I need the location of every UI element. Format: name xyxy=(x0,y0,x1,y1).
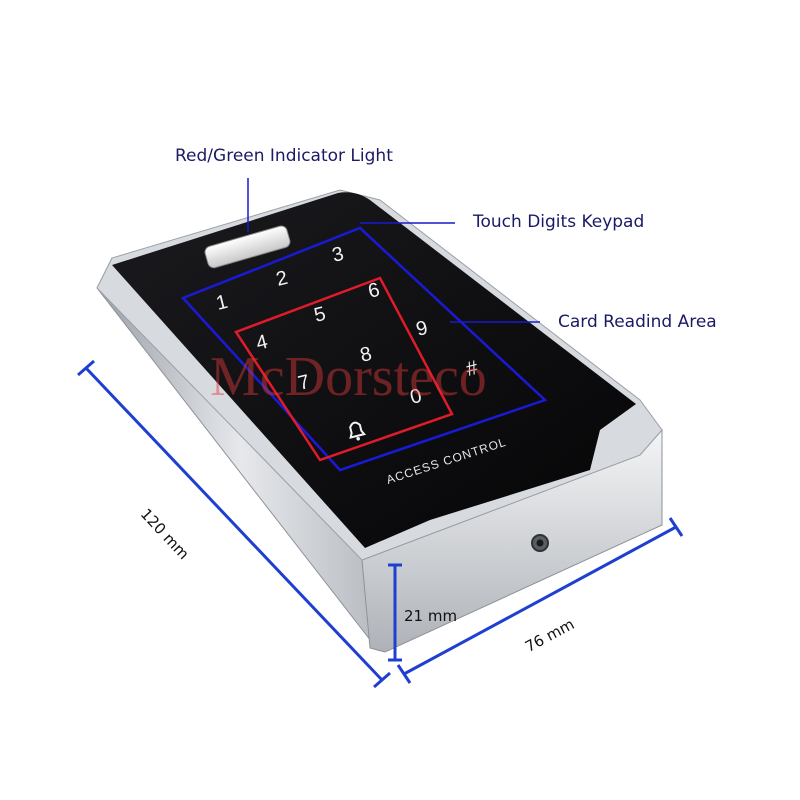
callout-touch-keypad: Touch Digits Keypad xyxy=(473,212,645,232)
key-1[interactable]: 1 xyxy=(214,291,230,315)
indicator-light xyxy=(204,225,291,269)
dimension-lines xyxy=(77,359,684,689)
bell-icon[interactable] xyxy=(347,421,367,442)
callout-lines xyxy=(247,178,540,323)
key-7[interactable]: 7 xyxy=(296,371,312,395)
key-3[interactable]: 3 xyxy=(330,243,346,267)
callout-indicator-light: Red/Green Indicator Light xyxy=(175,146,393,166)
key-5[interactable]: 5 xyxy=(312,303,328,327)
callout-card-reading-area: Card Readind Area xyxy=(558,312,717,332)
key-9[interactable]: 9 xyxy=(414,317,430,341)
card-reading-frame xyxy=(234,276,454,462)
watermark: McDorsteco xyxy=(210,346,487,408)
dimension-height-label: 21 mm xyxy=(404,607,458,625)
key-2[interactable]: 2 xyxy=(274,267,290,291)
key-4[interactable]: 4 xyxy=(254,331,270,355)
device-face xyxy=(112,192,636,549)
key-8[interactable]: 8 xyxy=(358,343,374,367)
key-6[interactable]: 6 xyxy=(366,279,382,303)
key-0[interactable]: 0 xyxy=(408,385,424,409)
